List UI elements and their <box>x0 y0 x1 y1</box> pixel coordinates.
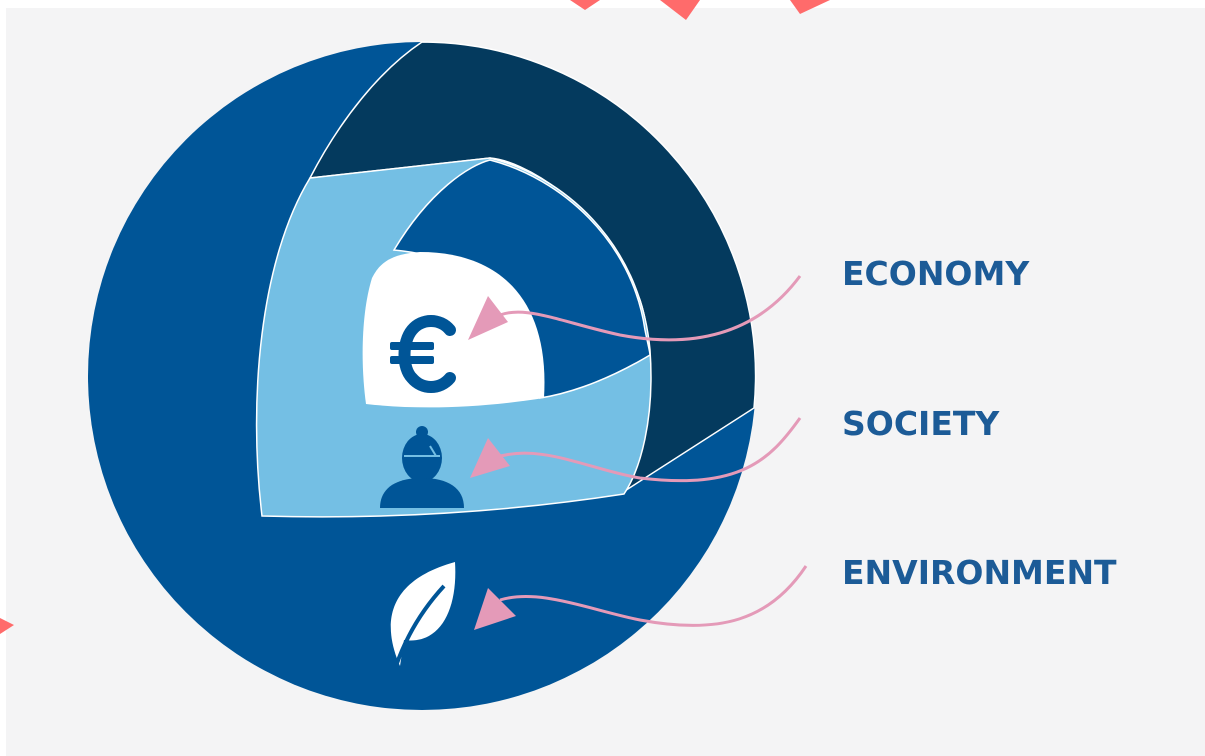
decor-mark-left <box>570 0 600 10</box>
person-icon <box>380 426 464 508</box>
leaf-icon <box>390 562 456 667</box>
arrow-economy <box>468 275 802 342</box>
decor-mark-right <box>790 0 830 14</box>
arrow-society <box>470 417 802 483</box>
decor-mark-mid <box>660 0 700 20</box>
decor-mark-side <box>0 618 14 634</box>
label-society: SOCIETY <box>842 404 1000 443</box>
label-environment: ENVIRONMENT <box>842 553 1117 592</box>
label-economy: ECONOMY <box>842 254 1030 293</box>
arrow-environment <box>474 565 808 630</box>
decor-marks <box>0 0 830 634</box>
euro-icon <box>390 315 456 393</box>
